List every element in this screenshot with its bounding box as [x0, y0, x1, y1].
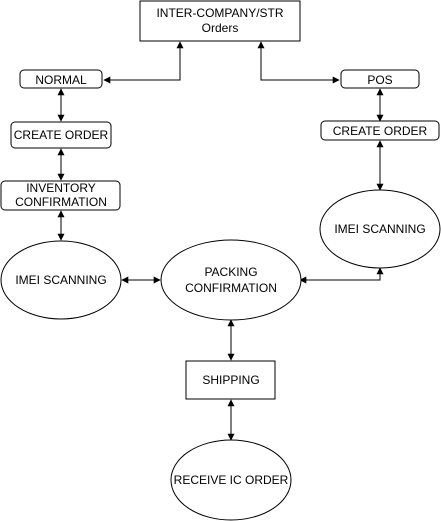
- edges: [57, 41, 384, 441]
- shipping-label: SHIPPING: [202, 373, 259, 387]
- node-inventory-confirmation: INVENTORY CONFIRMATION: [0, 180, 121, 211]
- imei-left-label: IMEI SCANNING: [15, 273, 106, 287]
- node-normal: NORMAL: [19, 69, 103, 89]
- receive-ic-order-label: RECEIVE IC ORDER: [174, 473, 289, 487]
- normal-label: NORMAL: [35, 73, 87, 87]
- node-imei-scanning-left: IMEI SCANNING: [0, 240, 122, 320]
- create-order-left-label: CREATE ORDER: [14, 128, 109, 142]
- create-order-right-label: CREATE ORDER: [333, 124, 428, 138]
- packing-label-line2: CONFIRMATION: [185, 281, 277, 295]
- inter-company-label-line1: INTER-COMPANY/STR: [156, 6, 283, 20]
- node-create-order-left: CREATE ORDER: [10, 121, 112, 149]
- edge-imei-right-packing: [299, 267, 384, 284]
- node-pos: POS: [340, 69, 420, 89]
- edge-intercompany-normal: [103, 41, 184, 84]
- imei-right-label: IMEI SCANNING: [334, 222, 425, 236]
- inventory-label-line2: CONFIRMATION: [15, 195, 107, 209]
- node-packing-confirmation: PACKING CONFIRMATION: [160, 239, 302, 321]
- node-receive-ic-order: RECEIVE IC ORDER: [170, 439, 292, 521]
- node-shipping: SHIPPING: [185, 360, 276, 400]
- node-inter-company: INTER-COMPANY/STR Orders: [139, 0, 301, 42]
- inventory-label-line1: INVENTORY: [26, 181, 96, 195]
- node-create-order-right: CREATE ORDER: [320, 120, 440, 141]
- edge-intercompany-pos: [257, 41, 340, 84]
- packing-label-line1: PACKING: [204, 265, 257, 279]
- inter-company-label-line2: Orders: [202, 21, 239, 35]
- pos-label: POS: [367, 73, 392, 87]
- node-imei-scanning-right: IMEI SCANNING: [319, 189, 441, 269]
